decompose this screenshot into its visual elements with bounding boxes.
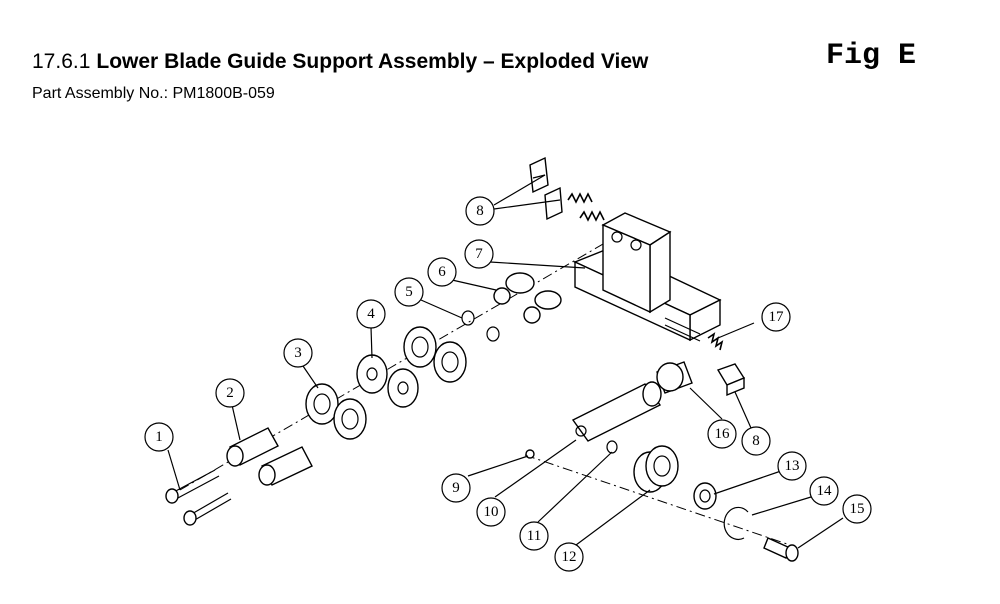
callout-8-top-label: 8	[476, 203, 484, 219]
callout-7-label: 7	[475, 246, 483, 262]
callout-5: 5	[394, 277, 424, 307]
callout-9-label: 9	[452, 480, 460, 496]
callout-10: 10	[476, 497, 506, 527]
adjust-spring	[707, 332, 724, 351]
callout-16-label: 16	[715, 426, 731, 442]
callout-11: 11	[519, 521, 549, 551]
callout-3: 3	[283, 338, 313, 368]
callout-17-label: 17	[769, 309, 785, 325]
callout-13: 13	[777, 451, 807, 481]
callout-3-label: 3	[294, 345, 302, 361]
callout-6: 6	[427, 257, 457, 287]
shaft-axis-line	[524, 454, 791, 546]
retaining-ring-small	[606, 440, 618, 454]
callout-1-label: 1	[155, 429, 163, 445]
callout-1: 1	[144, 422, 174, 452]
callout-14: 14	[809, 476, 839, 506]
callout-8-bottom-label: 8	[752, 433, 760, 449]
support-bracket	[573, 212, 722, 342]
locking-levers-top	[529, 156, 563, 221]
callout-7: 7	[464, 239, 494, 269]
pivot-pins	[493, 272, 562, 324]
callout-2-label: 2	[226, 385, 234, 401]
guide-bearings	[305, 383, 367, 440]
callout-15: 15	[842, 494, 872, 524]
callout-16: 16	[707, 419, 737, 449]
callout-2: 2	[215, 378, 245, 408]
guide-shaft	[571, 381, 662, 442]
snap-ring	[723, 506, 749, 541]
callout-12: 12	[554, 542, 584, 572]
upper-bearings	[403, 326, 467, 383]
leader-lines	[167, 174, 844, 549]
top-springs	[567, 192, 605, 222]
eccentric-bushings	[226, 427, 313, 486]
callout-6-label: 6	[438, 264, 446, 280]
callout-8-top: 8	[465, 196, 495, 226]
section-number: 17.6.1	[32, 50, 91, 73]
end-pin	[763, 537, 799, 562]
figure-label: Fig E	[826, 39, 917, 73]
callout-9: 9	[441, 473, 471, 503]
small-bearing	[693, 482, 717, 510]
cap-screws	[165, 469, 232, 526]
callout-12-label: 12	[562, 549, 577, 565]
callout-14-label: 14	[817, 483, 833, 499]
locking-lever-bottom	[716, 363, 746, 397]
spacer-washers	[356, 354, 419, 408]
callout-4: 4	[356, 299, 386, 329]
guide-wheel	[633, 445, 679, 493]
callout-15-label: 15	[850, 501, 865, 517]
shaft-sleeve	[656, 361, 693, 394]
assembly-number: Part Assembly No.: PM1800B-059	[32, 85, 275, 102]
callout-8-bottom: 8	[741, 426, 771, 456]
callout-10-label: 10	[484, 504, 499, 520]
callout-17: 17	[761, 302, 791, 332]
callout-13-label: 13	[785, 458, 800, 474]
callout-11-label: 11	[527, 528, 541, 544]
page-title: Lower Blade Guide Support Assembly – Exp…	[96, 50, 649, 73]
callout-4-label: 4	[367, 306, 375, 322]
callout-5-label: 5	[405, 284, 413, 300]
